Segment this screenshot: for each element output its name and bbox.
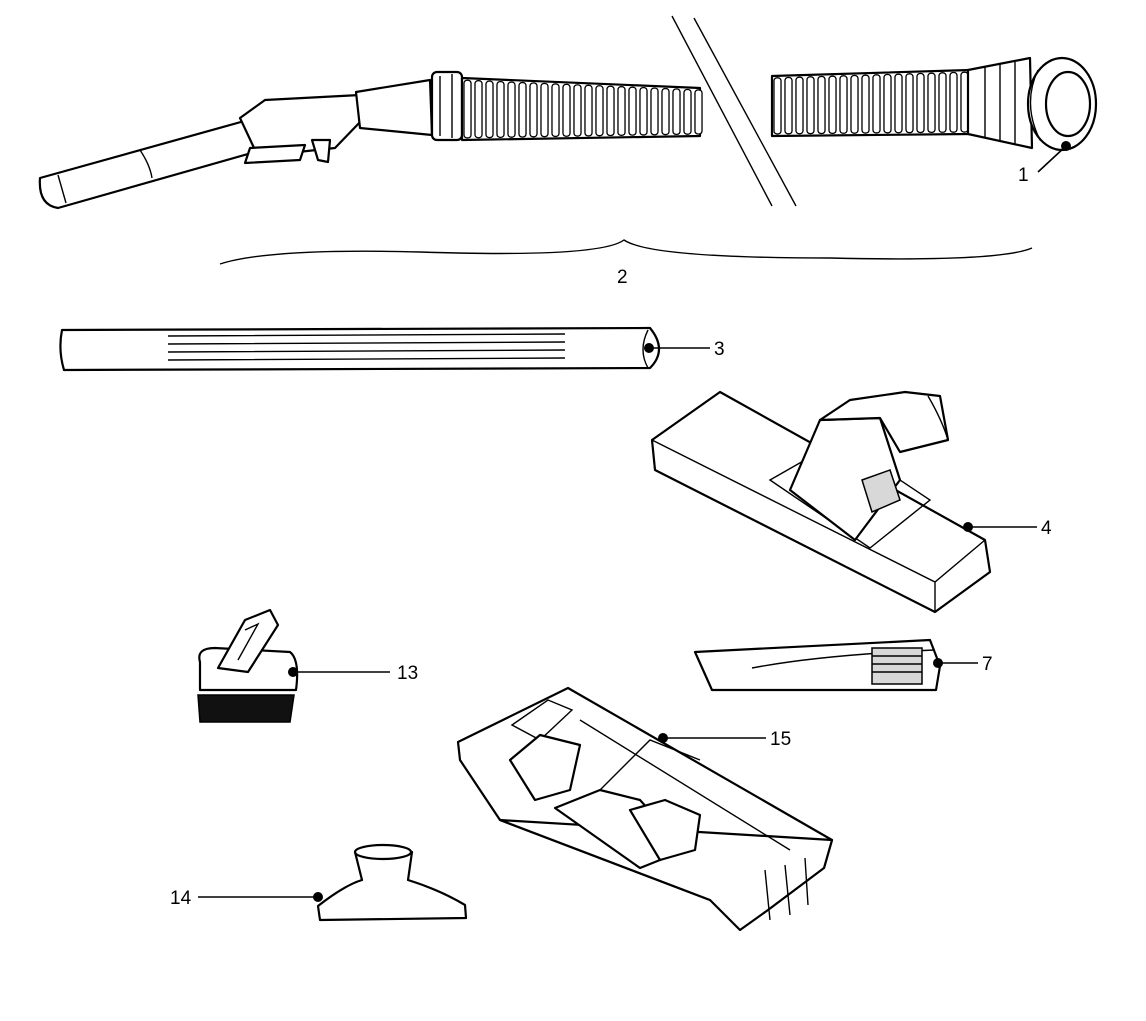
callout-label-14: 14 — [170, 888, 192, 909]
callout-15: 15 — [658, 729, 791, 750]
accessory-tray — [456, 686, 834, 932]
break-line — [671, 15, 797, 207]
callout-4: 4 — [963, 518, 1052, 539]
extension-wand — [59, 326, 661, 372]
callout-13: 13 — [288, 663, 418, 684]
callout-2: 2 — [617, 267, 628, 288]
hose-corrugated-left — [460, 76, 703, 142]
bracket-2 — [219, 239, 1033, 265]
callout-1: 1 — [1018, 141, 1071, 186]
callout-label-1: 1 — [1018, 165, 1029, 186]
callout-7: 7 — [933, 654, 993, 675]
callout-14: 14 — [170, 888, 323, 909]
floor-nozzle — [650, 390, 992, 614]
callout-label-7: 7 — [982, 654, 993, 675]
hose-cuff — [966, 56, 1098, 152]
callout-label-3: 3 — [714, 339, 725, 360]
callout-label-13: 13 — [397, 663, 418, 684]
upholstery-tool — [316, 843, 468, 922]
callout-3: 3 — [644, 339, 725, 360]
callout-label-15: 15 — [770, 729, 791, 750]
callout-label-4: 4 — [1041, 518, 1052, 539]
crevice-tool — [693, 638, 942, 692]
callout-label-2: 2 — [617, 267, 628, 288]
hose-corrugated-right — [770, 68, 972, 138]
hose-handle — [38, 70, 464, 210]
dusting-brush — [197, 608, 299, 723]
